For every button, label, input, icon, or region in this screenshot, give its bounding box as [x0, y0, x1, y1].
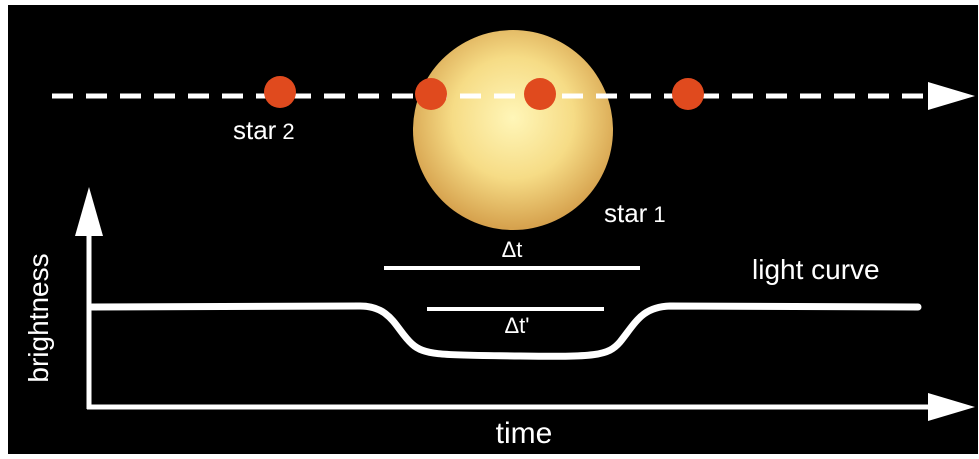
planet-dot — [524, 78, 556, 110]
star-1 — [413, 30, 613, 230]
light-curve-label: light curve — [752, 254, 880, 285]
orbit-arrow-icon — [928, 82, 975, 110]
delta-t-label: Δt — [502, 237, 523, 262]
x-axis-arrow-icon — [928, 393, 975, 421]
planet-dot — [672, 78, 704, 110]
light-curve-line — [88, 302, 922, 360]
planet-positions — [264, 76, 704, 110]
planet-dot — [264, 76, 296, 108]
y-axis-label: brightness — [23, 253, 54, 382]
planet-dot — [415, 78, 447, 110]
x-axis-label: time — [496, 417, 553, 450]
delta-t-prime-label: Δt' — [504, 313, 529, 338]
y-axis-arrow-icon — [75, 187, 103, 236]
